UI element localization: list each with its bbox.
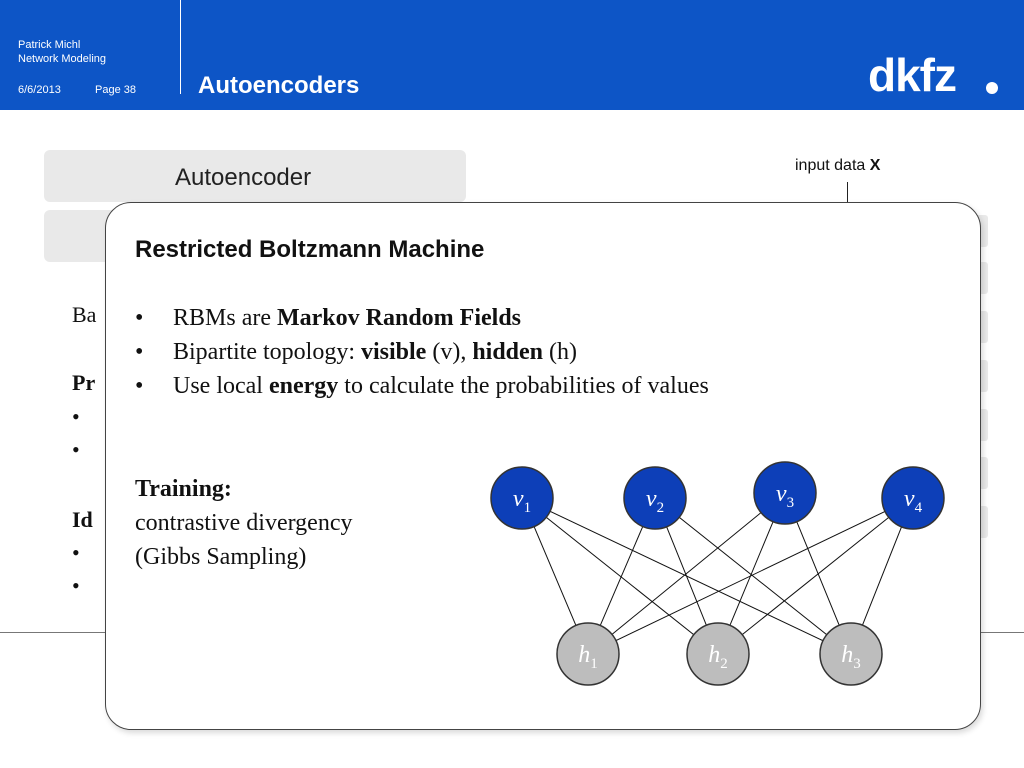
visible-node-v3: v3 (753, 461, 817, 525)
popup-title: Restricted Boltzmann Machine (135, 236, 485, 263)
input-connector (847, 182, 848, 204)
visible-node-v2-label: v2 (646, 486, 664, 516)
page-number: Page 38 (95, 84, 136, 96)
bullet-icon: • (135, 339, 144, 365)
background-bullet: • (72, 437, 80, 462)
edge-v2-h3 (654, 497, 852, 655)
footer-rule (978, 632, 1024, 633)
edge-v3-h1 (587, 492, 786, 655)
input-data-label: input data X (795, 157, 881, 174)
header-subtitle: Network Modeling (18, 53, 107, 65)
hidden-node-h1: h1 (556, 622, 620, 686)
background-bullet: • (72, 540, 80, 565)
autoencoder-tab-label: Autoencoder (175, 164, 312, 191)
slide-title: Autoencoders (198, 72, 360, 99)
bullet-markov: RBMs are Markov Random Fields (173, 305, 522, 331)
author-name: Patrick Michl (18, 39, 81, 51)
visible-node-v1: v1 (490, 466, 554, 530)
bullet-icon: • (135, 305, 144, 331)
dkfz-logo: dkfz (868, 49, 957, 101)
header-bar: Patrick Michl Network Modeling 6/6/2013 … (0, 0, 1024, 110)
network-nodes: v1 v2 v3 v4 h1 h2 h3 (490, 461, 945, 686)
visible-node-v2: v2 (623, 466, 687, 530)
hidden-node-h2-label: h2 (708, 642, 728, 672)
input-data-symbol: X (869, 157, 881, 174)
background-text-fragment: Ba (72, 302, 97, 327)
visible-node-v1-label: v1 (513, 486, 531, 516)
hidden-node-h3: h3 (819, 622, 883, 686)
edge-v4-h1 (587, 497, 914, 655)
hidden-node-h1-label: h1 (578, 642, 598, 672)
edge-v1-h2 (521, 497, 719, 655)
autoencoder-tab[interactable] (44, 150, 466, 202)
bullet-energy: Use local energy to calculate the probab… (173, 373, 709, 399)
background-bullet: • (72, 573, 80, 598)
visible-node-v3-label: v3 (776, 481, 794, 511)
hidden-node-h3-label: h3 (841, 642, 861, 672)
bullet-topology: Bipartite topology: visible (v), hidden … (173, 339, 578, 365)
edge-v4-h2 (717, 497, 914, 655)
training-sampling: (Gibbs Sampling) (135, 544, 307, 570)
author-block: Patrick Michl Network Modeling (18, 38, 106, 66)
slide-date: 6/6/2013 (18, 84, 61, 96)
hidden-node-h2: h2 (686, 622, 750, 686)
training-method: contrastive divergency (135, 510, 353, 536)
visible-node-v4: v4 (881, 466, 945, 530)
bullet-icon: • (135, 373, 144, 399)
header-divider (180, 0, 181, 94)
background-heading-fragment: Pr (72, 370, 96, 395)
background-heading-fragment: Id (72, 507, 93, 532)
training-title: Training: (135, 476, 232, 502)
background-bullet: • (72, 404, 80, 429)
logo-dot-icon (986, 82, 998, 94)
visible-node-v4-label: v4 (904, 486, 923, 516)
footer-rule (0, 632, 108, 633)
